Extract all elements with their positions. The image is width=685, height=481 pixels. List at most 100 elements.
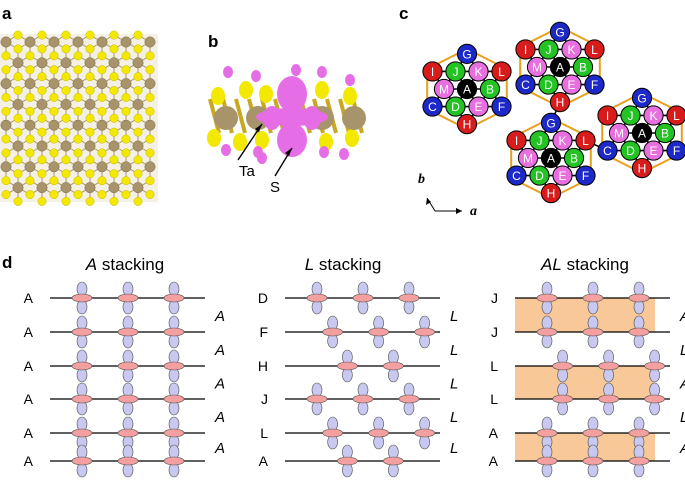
lattice-site-label: H bbox=[547, 187, 556, 201]
lattice-site bbox=[597, 105, 618, 126]
lattice-site-label: B bbox=[579, 61, 587, 75]
dz-torus bbox=[71, 394, 93, 404]
ta-atom bbox=[108, 182, 120, 194]
lattice-site bbox=[445, 96, 466, 117]
s-atom bbox=[97, 65, 107, 75]
ta-atom bbox=[24, 36, 36, 48]
lattice-site bbox=[529, 165, 550, 186]
lattice-site bbox=[631, 87, 653, 109]
ta-atom bbox=[72, 36, 84, 48]
layer-label: A bbox=[259, 453, 269, 469]
lattice-site bbox=[538, 74, 559, 95]
layer-label: J bbox=[491, 290, 498, 306]
s-atom bbox=[13, 113, 23, 123]
s-atom bbox=[1, 148, 11, 158]
axis-indicator: a b bbox=[418, 172, 477, 219]
axis-a-label: a bbox=[470, 204, 477, 219]
lattice-site bbox=[549, 92, 571, 113]
lattice-site-label: H bbox=[556, 96, 565, 110]
s-atom bbox=[73, 190, 83, 199]
s-atom bbox=[85, 86, 95, 95]
s-atom bbox=[37, 72, 47, 82]
s-atom bbox=[109, 30, 119, 40]
lattice-site bbox=[468, 96, 489, 117]
lattice-site-label: A bbox=[556, 61, 564, 75]
s-atom bbox=[25, 134, 35, 144]
s-atom bbox=[73, 65, 83, 75]
panel-label-c: c bbox=[399, 4, 408, 23]
ta-atom bbox=[132, 182, 144, 194]
lattice-site-label: A bbox=[638, 127, 646, 141]
s-atom bbox=[97, 190, 107, 199]
s-atom bbox=[121, 93, 131, 102]
dz-torus bbox=[628, 456, 650, 466]
ta-atom bbox=[108, 57, 120, 69]
dz-torus bbox=[414, 327, 435, 337]
stacking-band bbox=[515, 366, 655, 399]
lattice-site-label: M bbox=[614, 127, 624, 141]
orbital-lobe-small bbox=[317, 66, 327, 78]
ta-atom bbox=[132, 140, 144, 152]
s-atom bbox=[61, 86, 71, 95]
dz-torus bbox=[644, 361, 665, 371]
dz-torus bbox=[117, 394, 139, 404]
lattice-site-label: D bbox=[626, 144, 635, 158]
dz-torus bbox=[163, 327, 185, 337]
s-atom bbox=[37, 197, 47, 206]
lattice-site-label: I bbox=[606, 109, 609, 123]
panel-label-b: b bbox=[208, 32, 218, 51]
lattice-site bbox=[654, 122, 676, 144]
ta-atom bbox=[12, 57, 24, 69]
s-atom bbox=[1, 190, 11, 199]
lattice-site bbox=[422, 61, 443, 82]
s-atom bbox=[73, 176, 83, 186]
s-atom bbox=[13, 86, 23, 95]
layer-label: A bbox=[24, 453, 34, 469]
ta-atom bbox=[84, 140, 96, 152]
ta-atom bbox=[120, 36, 132, 48]
s-atom bbox=[49, 148, 59, 158]
lattice-site-label: B bbox=[661, 127, 669, 141]
lattice-site-label: J bbox=[453, 65, 459, 79]
s-atom bbox=[343, 87, 357, 105]
ta-arrow-head bbox=[255, 124, 262, 132]
dz-torus bbox=[398, 394, 420, 404]
dz-torus bbox=[552, 394, 573, 404]
lattice-site bbox=[584, 39, 605, 60]
s-atom bbox=[239, 81, 253, 99]
lattice-site-label: D bbox=[544, 78, 553, 92]
lattice-site-label: H bbox=[638, 162, 647, 176]
layer-label: A bbox=[489, 425, 499, 441]
ta-atom bbox=[120, 119, 132, 131]
lattice-site bbox=[506, 165, 527, 186]
s-atom bbox=[121, 106, 131, 116]
lattice-site bbox=[538, 39, 559, 60]
orbital-lobe-small bbox=[257, 152, 267, 164]
dz-torus bbox=[598, 361, 619, 371]
s-atom bbox=[13, 169, 23, 179]
lattice-site-label: G bbox=[637, 91, 646, 105]
lattice-site bbox=[479, 78, 501, 100]
lattice-site-label: E bbox=[567, 78, 575, 92]
orbital-side-view bbox=[207, 64, 366, 177]
layer-label: F bbox=[259, 324, 268, 340]
s-atom bbox=[145, 190, 155, 199]
s-atom bbox=[85, 113, 95, 123]
lattice-site-label: K bbox=[474, 65, 482, 79]
lattice-site-label: E bbox=[474, 100, 482, 114]
lattice-site bbox=[526, 56, 548, 78]
s-atom bbox=[85, 197, 95, 206]
orbital-lobe-small bbox=[251, 70, 261, 82]
dz-torus bbox=[398, 293, 420, 303]
lattice-site-label: I bbox=[431, 65, 434, 79]
ta-atom bbox=[108, 140, 120, 152]
s-atom bbox=[97, 134, 107, 144]
s-atom bbox=[61, 155, 71, 165]
lattice-site-label: L bbox=[582, 134, 589, 148]
s-atom bbox=[73, 106, 83, 116]
lattice-site bbox=[549, 21, 571, 42]
